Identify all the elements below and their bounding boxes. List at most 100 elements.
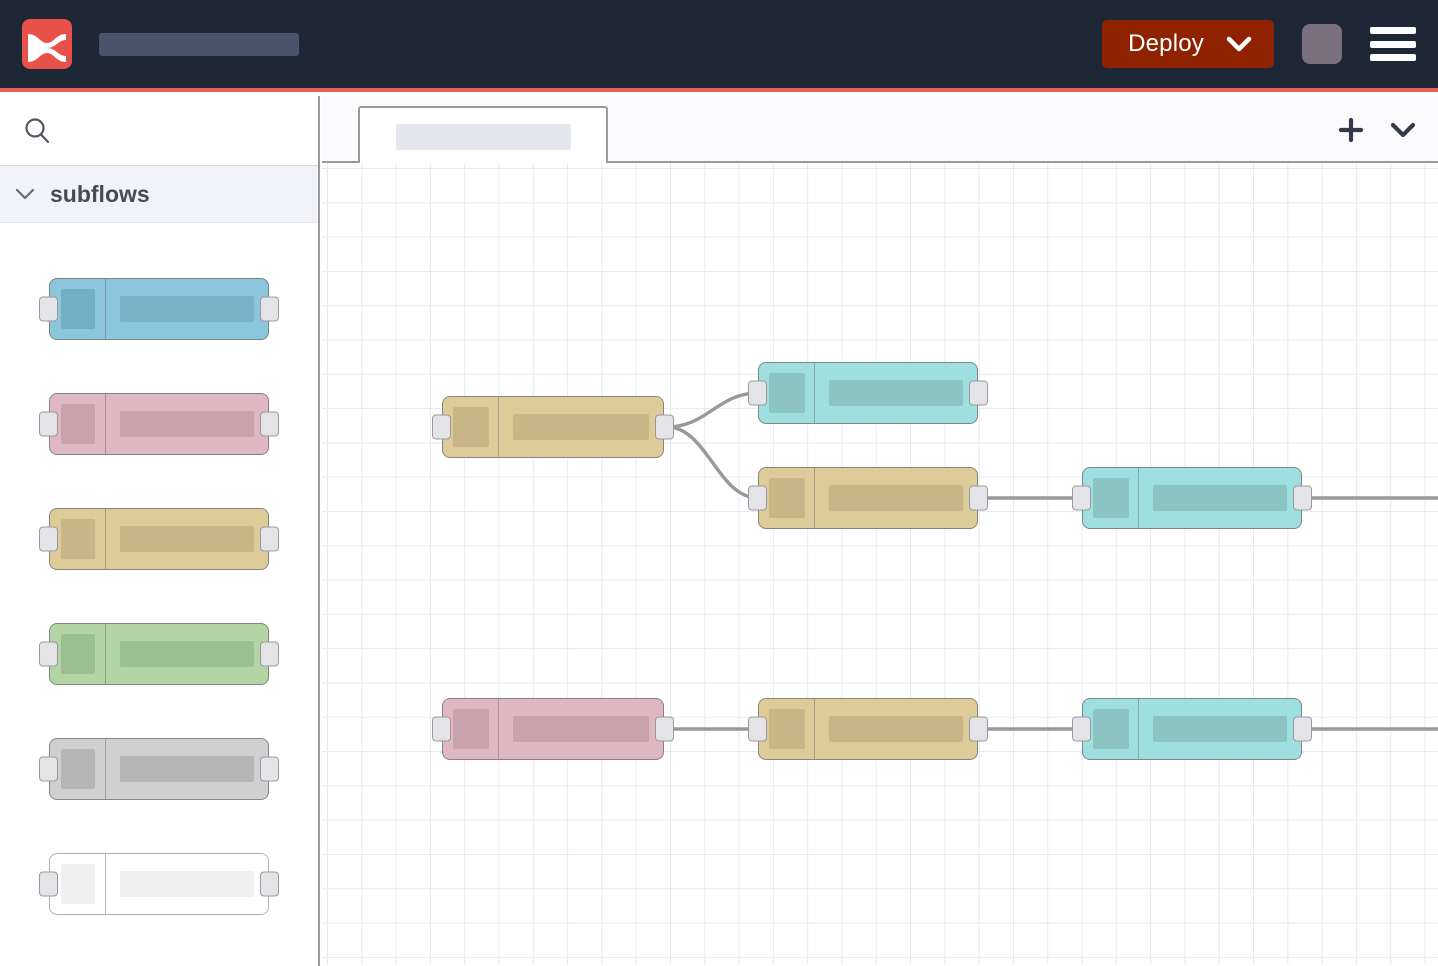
node-type-icon xyxy=(759,699,815,759)
node-type-icon xyxy=(759,363,815,423)
node-input-port[interactable] xyxy=(748,485,767,511)
palette-node-pink[interactable] xyxy=(39,392,279,455)
node-input-port[interactable] xyxy=(39,526,58,551)
node-icon-glyph xyxy=(768,478,805,518)
node-input-port[interactable] xyxy=(39,871,58,896)
node-body xyxy=(1139,699,1301,759)
node-icon-glyph xyxy=(452,709,489,749)
node-input-port[interactable] xyxy=(1072,716,1091,742)
node-input-port[interactable] xyxy=(748,716,767,742)
palette-item[interactable] xyxy=(0,711,318,826)
palette-node-green[interactable] xyxy=(39,622,279,685)
node-body xyxy=(815,468,977,528)
node-input-port[interactable] xyxy=(748,380,767,406)
node-label-redacted xyxy=(829,716,963,742)
node-body xyxy=(815,363,977,423)
node-icon-glyph xyxy=(452,407,489,447)
header-actions: Deploy xyxy=(1102,20,1416,68)
chevron-down-icon[interactable] xyxy=(1226,36,1252,52)
node-body xyxy=(106,739,268,799)
node-type-icon xyxy=(50,853,106,914)
chevron-down-icon[interactable] xyxy=(14,187,36,201)
node-red-logo-icon[interactable] xyxy=(22,19,72,69)
plus-icon[interactable] xyxy=(1338,117,1364,143)
node-type-icon xyxy=(50,508,106,569)
flow-tab-1[interactable] xyxy=(358,106,608,165)
node-body xyxy=(106,394,268,454)
chevron-down-icon[interactable] xyxy=(1390,122,1416,138)
node-output-port[interactable] xyxy=(260,756,279,781)
node-body xyxy=(106,279,268,339)
palette-search-row[interactable] xyxy=(0,96,318,166)
node-output-port[interactable] xyxy=(655,414,674,440)
node-type-icon xyxy=(1083,699,1139,759)
node-icon-glyph xyxy=(60,633,95,674)
palette-node-blue[interactable] xyxy=(39,277,279,340)
node-icon-glyph xyxy=(768,373,805,413)
hamburger-menu-icon[interactable] xyxy=(1370,27,1416,61)
node-input-port[interactable] xyxy=(39,411,58,436)
node-output-port[interactable] xyxy=(260,526,279,551)
node-input-port[interactable] xyxy=(39,641,58,666)
node-label-redacted xyxy=(120,755,254,782)
palette-item[interactable] xyxy=(0,481,318,596)
search-icon[interactable] xyxy=(22,116,52,146)
node-output-port[interactable] xyxy=(655,716,674,742)
flow-canvas-area xyxy=(322,96,1438,966)
node-icon-glyph xyxy=(60,288,95,329)
app-header: Deploy xyxy=(0,0,1438,92)
node-input-port[interactable] xyxy=(39,296,58,321)
deploy-button-label: Deploy xyxy=(1128,30,1204,57)
palette-item[interactable] xyxy=(0,366,318,481)
node-output-port[interactable] xyxy=(1293,485,1312,511)
flow-node-http-in[interactable] xyxy=(432,698,674,760)
node-label-redacted xyxy=(1153,716,1287,742)
wire-n1-n2[interactable] xyxy=(665,391,760,429)
flow-node-function[interactable] xyxy=(748,362,988,424)
node-body xyxy=(499,699,663,759)
node-output-port[interactable] xyxy=(260,296,279,321)
node-output-port[interactable] xyxy=(260,411,279,436)
node-output-port[interactable] xyxy=(1293,716,1312,742)
flow-tabbar xyxy=(322,96,1438,165)
node-input-port[interactable] xyxy=(432,716,451,742)
wire-layer xyxy=(665,391,1438,731)
node-output-port[interactable] xyxy=(969,485,988,511)
node-input-port[interactable] xyxy=(1072,485,1091,511)
node-output-port[interactable] xyxy=(260,871,279,896)
node-icon-glyph xyxy=(1092,709,1129,749)
palette-item[interactable] xyxy=(0,251,318,366)
node-output-port[interactable] xyxy=(260,641,279,666)
flow-node-debug[interactable] xyxy=(1072,467,1312,529)
flow-node-template[interactable] xyxy=(748,698,988,760)
sidebar-section-subflows[interactable]: subflows xyxy=(0,166,318,223)
node-label-redacted xyxy=(1153,485,1287,511)
node-output-port[interactable] xyxy=(969,380,988,406)
node-type-icon xyxy=(759,468,815,528)
wire-n1-n3[interactable] xyxy=(665,425,760,500)
node-label-redacted xyxy=(120,525,254,552)
palette-node-blank[interactable] xyxy=(39,852,279,915)
node-input-port[interactable] xyxy=(39,756,58,781)
flow-node-response[interactable] xyxy=(1072,698,1312,760)
node-output-port[interactable] xyxy=(969,716,988,742)
deploy-button[interactable]: Deploy xyxy=(1102,20,1274,68)
palette-item[interactable] xyxy=(0,596,318,711)
node-body xyxy=(1139,468,1301,528)
palette-node-tan[interactable] xyxy=(39,507,279,570)
flow-grid[interactable] xyxy=(322,163,1438,964)
node-icon-glyph xyxy=(60,748,95,789)
node-body xyxy=(499,397,663,457)
palette-node-grey[interactable] xyxy=(39,737,279,800)
node-label-redacted xyxy=(120,295,254,322)
palette-item[interactable] xyxy=(0,826,318,941)
node-label-redacted xyxy=(120,870,254,897)
avatar[interactable] xyxy=(1302,24,1342,64)
node-input-port[interactable] xyxy=(432,414,451,440)
flow-node-change[interactable] xyxy=(748,467,988,529)
node-body xyxy=(106,624,268,684)
workspace-title-redacted xyxy=(99,32,299,56)
flow-node-inject[interactable] xyxy=(432,396,674,458)
node-label-redacted xyxy=(829,380,963,406)
node-label-redacted xyxy=(513,716,649,742)
